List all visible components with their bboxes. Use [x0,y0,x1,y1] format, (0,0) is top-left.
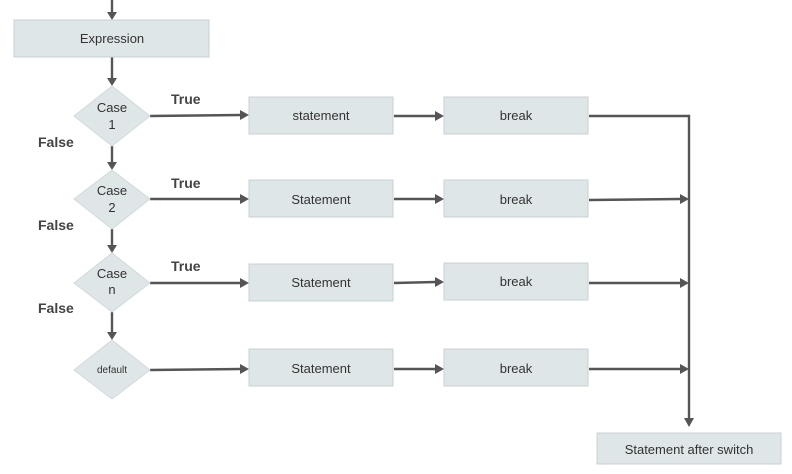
false-label-case-n: False [38,300,74,316]
edge-default-to-statement [149,367,242,372]
edges [107,0,694,427]
false-label-case-2: False [38,217,74,233]
arrowhead [435,194,444,204]
true-label-case-1: True [171,91,201,107]
edge-true-case-1-to-statement [149,113,242,118]
arrowhead [107,12,117,20]
true-label-case-2: True [171,175,201,191]
break-default-node: break [443,348,589,387]
break-default-label: break [500,361,533,376]
arrowhead [240,194,249,204]
arrowhead [684,418,694,427]
statement-n-node: Statement [248,263,394,302]
statement-1-node: statement [248,96,394,135]
break-2-label: break [500,192,533,207]
arrowhead [240,110,249,120]
arrowhead [240,364,249,374]
arrowhead [680,194,689,204]
expression-node: Expression [13,19,210,58]
arrowhead [435,277,444,287]
arrowhead [680,364,689,374]
edge-break-1-to-after-switch [589,114,691,419]
case-2-decision: Case 2 [73,169,151,230]
arrowhead [680,278,689,288]
statement-default-label: Statement [291,361,351,376]
case-2-label-line2: 2 [108,200,115,215]
break-n-label: break [500,274,533,289]
break-1-label: break [500,108,533,123]
case-n-label-line1: Case [97,266,127,281]
statement-2-node: Statement [248,179,394,218]
after-switch-label: Statement after switch [625,442,754,457]
arrowhead [435,111,444,121]
statement-default-node: Statement [248,348,394,387]
case-1-label-line2: 1 [108,117,115,132]
default-decision: default [73,339,151,400]
statement-1-label: statement [292,108,349,123]
arrowhead [240,278,249,288]
case-n-decision: Case n [73,252,151,313]
case-1-decision: Case 1 [73,85,151,147]
default-label: default [97,365,127,376]
arrowhead [107,162,117,170]
case-2-label-line1: Case [97,183,127,198]
case-1-label-line1: Case [97,100,127,115]
false-label-case-1: False [38,134,74,150]
expression-label: Expression [80,31,144,46]
break-2-node: break [443,179,589,218]
arrowhead [107,332,117,340]
statement-n-label: Statement [291,275,351,290]
break-1-node: break [443,96,589,135]
arrowhead [107,245,117,253]
edge-break-2-to-merge [588,197,682,202]
break-n-node: break [443,262,589,301]
true-label-case-n: True [171,258,201,274]
case-n-label-line2: n [108,282,115,297]
statement-2-label: Statement [291,192,351,207]
arrowhead [107,78,117,86]
arrowhead [435,364,444,374]
after-switch-node: Statement after switch [596,432,782,465]
edge-statement-n-to-break [393,280,437,285]
